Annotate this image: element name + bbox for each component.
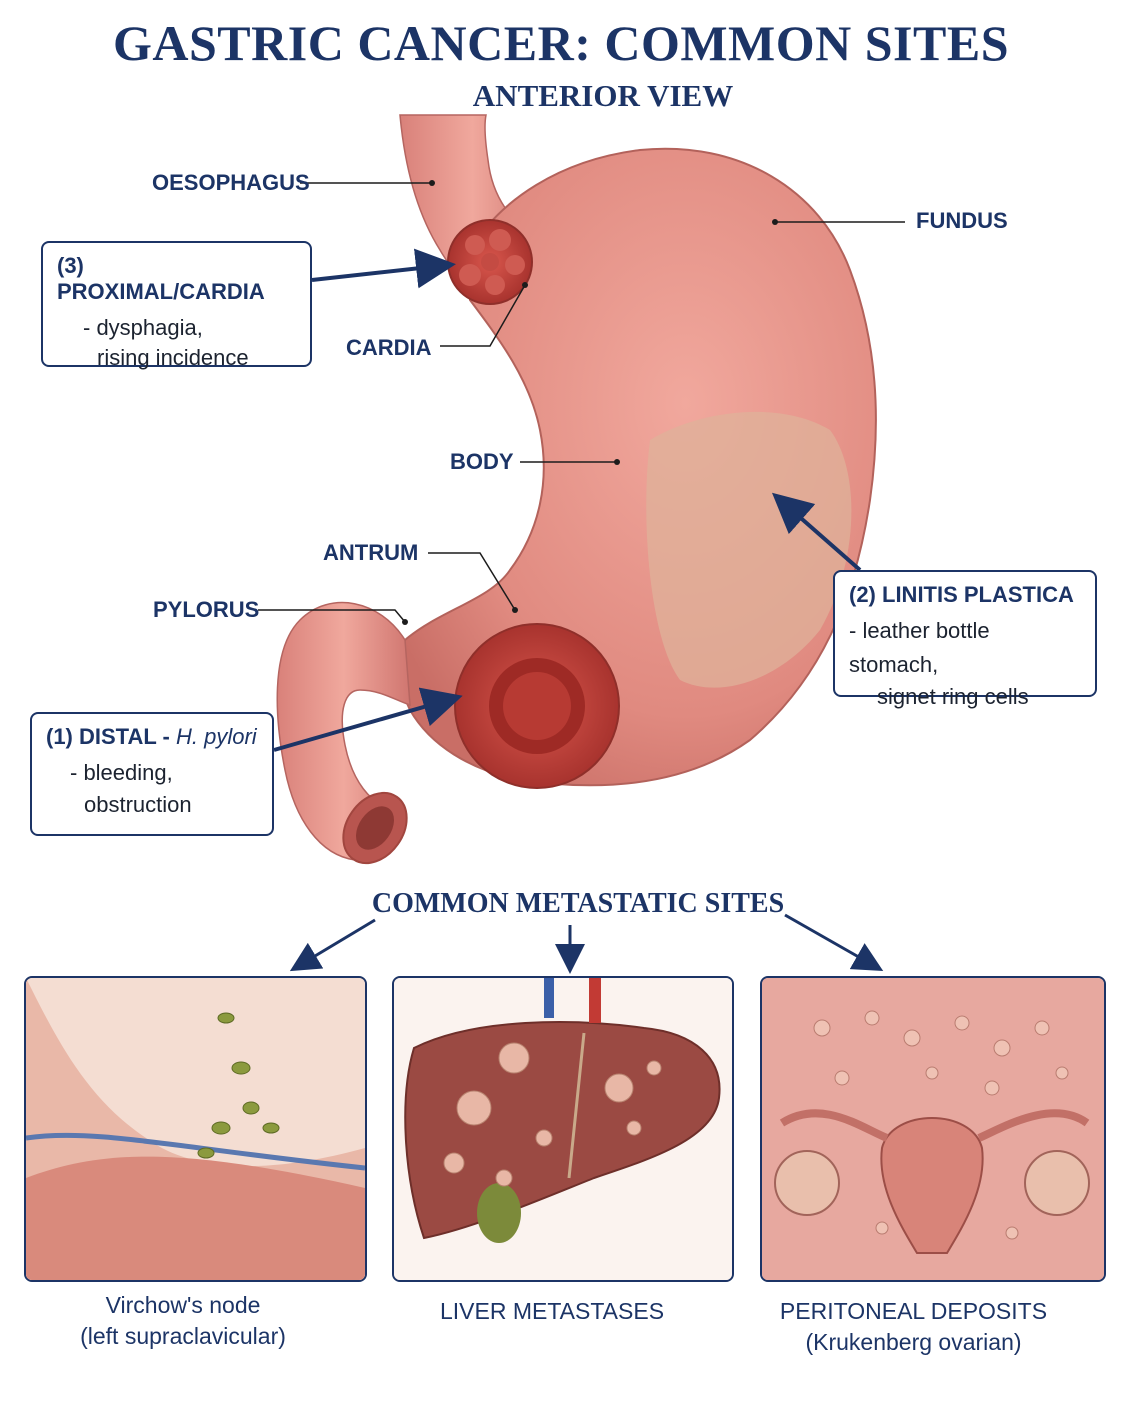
callout-proximal-line2: rising incidence (97, 345, 249, 370)
caption-liver-title: LIVER METASTASES (439, 1298, 665, 1324)
callout-linitis-line2: signet ring cells (877, 684, 1029, 709)
callout-distal-heading-wrap: (1) DISTAL - H. pylori (46, 724, 258, 750)
antral-ulcerated-tumour (454, 623, 620, 789)
callout-proximal: (3) PROXIMAL/CARDIA - dysphagia, rising … (41, 241, 312, 370)
duodenum-tube (276, 601, 411, 861)
label-body: BODY (450, 449, 514, 474)
callout-distal-line1: - bleeding, (70, 760, 173, 785)
caption-virchow: Virchow's node (left supraclavicular) (24, 1292, 342, 1350)
caption-peritoneal: PERITONEAL DEPOSITS (Krukenberg ovarian) (760, 1298, 1067, 1356)
caption-peritoneal-sub: (Krukenberg ovarian) (805, 1329, 1022, 1355)
label-antrum: ANTRUM (323, 540, 419, 565)
caption-virchow-sub: (left supraclavicular) (80, 1323, 286, 1349)
callout-linitis-line1: - leather bottle stomach, (849, 618, 990, 677)
cardia-tumour (447, 219, 533, 305)
label-cardia: CARDIA (346, 335, 432, 360)
callout-distal: (1) DISTAL - H. pylori - bleeding, obstr… (30, 712, 274, 836)
caption-peritoneal-title: PERITONEAL DEPOSITS (779, 1298, 1048, 1324)
page-title: GASTRIC CANCER: COMMON SITES (112, 15, 1010, 71)
callout-distal-line2: obstruction (84, 792, 192, 817)
callout-proximal-line1: - dysphagia, (83, 315, 203, 340)
label-fundus: FUNDUS (916, 208, 1008, 233)
callout-linitis: (2) LINITIS PLASTICA - leather bottle st… (833, 570, 1097, 709)
panel-virchow-node (24, 976, 367, 1282)
linitis-thickened-wall (646, 411, 852, 688)
panel-liver (392, 976, 734, 1282)
caption-liver: LIVER METASTASES (392, 1298, 712, 1325)
label-oesophagus: OESOPHAGUS (152, 170, 310, 195)
callout-linitis-heading: (2) LINITIS PLASTICA (849, 582, 1074, 607)
view-subtitle: ANTERIOR VIEW (472, 78, 734, 113)
caption-virchow-title: Virchow's node (105, 1292, 261, 1318)
callout-distal-heading: (1) DISTAL - (46, 724, 170, 749)
panel-peritoneal (760, 976, 1106, 1282)
label-pylorus: PYLORUS (153, 597, 260, 622)
callout-distal-heading-italic: H. pylori (175, 724, 257, 749)
callout-proximal-heading: (3) PROXIMAL/CARDIA (57, 253, 265, 304)
metastatic-title: COMMON METASTATIC SITES (371, 888, 785, 919)
